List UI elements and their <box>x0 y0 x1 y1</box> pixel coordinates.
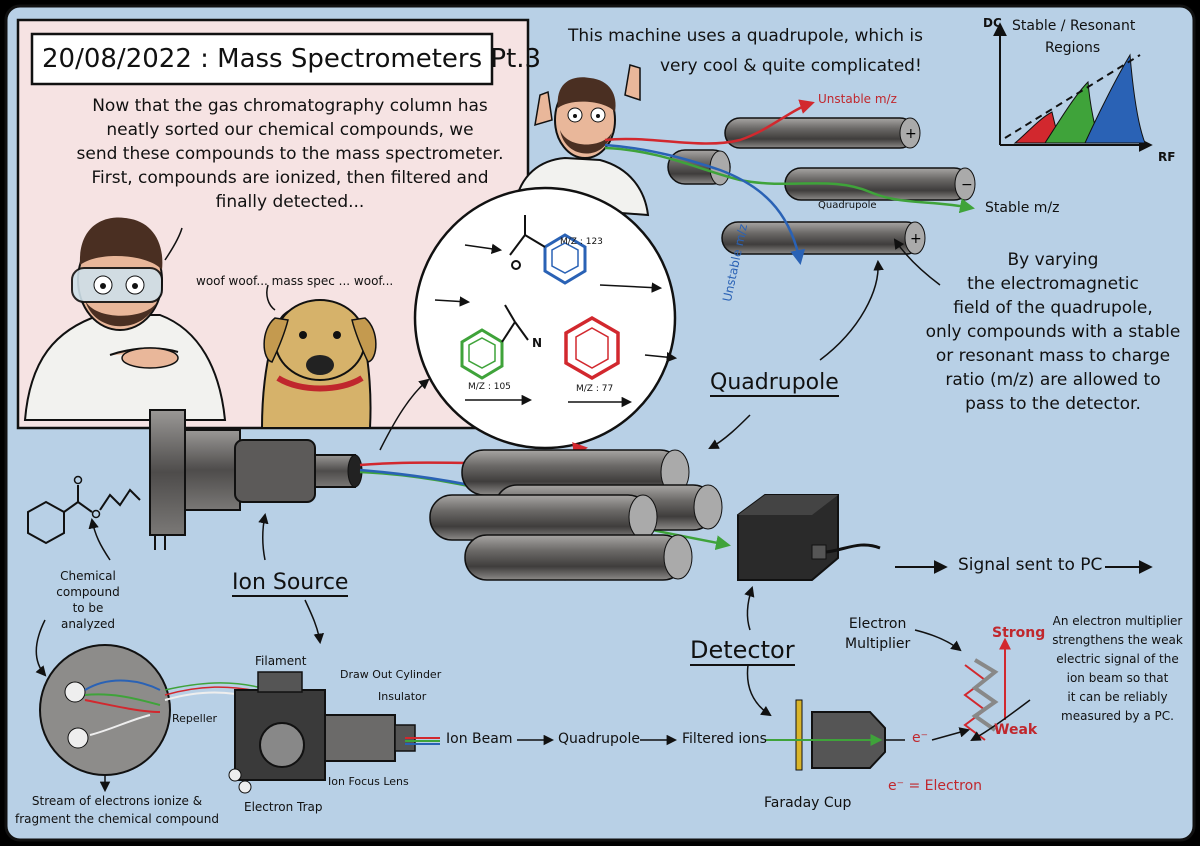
ion-focus-label: Ion Focus Lens <box>328 775 409 788</box>
dog-speech: woof woof... mass spec ... woof... <box>196 274 394 288</box>
ion-source-device <box>149 409 363 550</box>
svg-text:+: + <box>910 231 922 247</box>
electron-legend-label: e⁻ = Electron <box>888 778 983 794</box>
multiplier-line: ion beam so that <box>1066 671 1169 685</box>
filament-label: Filament <box>255 654 307 668</box>
chemical-label: Chemical compound to be analyzed <box>28 568 148 632</box>
unstable-red-path-top <box>604 99 815 145</box>
mz105-label: M/Z : 105 <box>468 382 511 392</box>
stream-line: Stream of electrons ionize & <box>31 794 203 808</box>
multiplier-line: strengthens the weak <box>1052 633 1183 647</box>
detector-heading: Detector <box>690 636 795 666</box>
title-box <box>30 32 494 86</box>
electron-trap-label: Electron Trap <box>244 800 323 814</box>
chemical-compound-structure <box>27 475 141 545</box>
svg-text:−: − <box>961 177 973 193</box>
varying-line: ratio (m/z) are allowed to <box>945 370 1161 390</box>
intro-line: Now that the gas chromatography column h… <box>92 96 488 116</box>
ion-source-heading: Ion Source <box>232 570 349 597</box>
rf-axis-label: RF <box>1158 150 1176 164</box>
multiplier-line: it can be reliably <box>1067 690 1168 704</box>
strong-label: Strong <box>992 625 1046 641</box>
svg-text:+: + <box>905 126 917 142</box>
e-minus-label: e⁻ <box>912 730 929 746</box>
quadrupole-flow-label: Quadrupole <box>558 731 640 747</box>
chemical-line: to be <box>72 601 104 615</box>
stable-green-path-top <box>604 146 975 214</box>
nitrogen-label: N <box>532 336 543 350</box>
quad-speech-line: very cool & quite complicated! <box>660 56 922 76</box>
stability-title-line: Stable / Resonant <box>1012 18 1136 34</box>
stability-title-line: Regions <box>1045 40 1101 56</box>
varying-line: By varying <box>1007 250 1099 270</box>
mz77-label: M/Z : 77 <box>576 384 614 394</box>
varying-line: pass to the detector. <box>965 394 1141 414</box>
varying-line: only compounds with a stable <box>925 322 1181 342</box>
multiplier-line: measured by a PC. <box>1061 709 1174 723</box>
scientist-illustration <box>23 217 227 421</box>
intro-line: neatly sorted our chemical compounds, we <box>106 120 474 140</box>
detector-box <box>737 494 881 581</box>
dog-illustration <box>260 299 377 429</box>
electron-multiplier <box>963 637 1011 741</box>
chemical-line: Chemical compound <box>56 569 120 599</box>
page-title: 20/08/2022 : Mass Spectrometers Pt.3 <box>42 44 542 74</box>
dc-axis-label: DC <box>983 16 1002 30</box>
molecule-magnifier <box>413 186 677 450</box>
unstable-top-label: Unstable m/z <box>818 92 897 106</box>
ion-beam-label: Ion Beam <box>446 731 513 747</box>
mz123-label: M/Z : 123 <box>560 237 603 247</box>
chemical-line: analyzed <box>60 617 116 631</box>
benzene-molecule <box>564 315 620 381</box>
stable-label: Stable m/z <box>985 200 1060 216</box>
top-quadrupole-rods: + − + <box>667 117 976 255</box>
varying-line: or resonant mass to charge <box>935 346 1171 366</box>
stability-chart <box>993 22 1153 152</box>
benzamide-molecule <box>460 304 529 380</box>
repeller-label: Repeller <box>172 712 218 725</box>
faraday-cup <box>765 699 905 771</box>
main-quadrupole-rods <box>429 449 723 581</box>
multiplier-line: electric signal of the <box>1056 652 1179 666</box>
unstable-blue-path-top <box>604 143 806 265</box>
weak-label: Weak <box>994 722 1038 738</box>
varying-text: By varying the electromagnetic field of … <box>918 248 1188 416</box>
intro-text: Now that the gas chromatography column h… <box>70 94 510 214</box>
multiplier-label-line: Electron <box>848 616 907 632</box>
electron-multiplier-label: Electron Multiplier <box>845 614 910 654</box>
insulator-label: Insulator <box>378 690 427 703</box>
stream-line: fragment the chemical compound <box>15 812 219 826</box>
filtered-ions-label: Filtered ions <box>682 731 767 747</box>
intro-line: send these compounds to the mass spectro… <box>76 144 504 164</box>
ionization-chamber-view <box>39 644 171 776</box>
stream-label: Stream of electrons ionize & fragment th… <box>12 792 222 828</box>
ion-source-schematic <box>228 671 440 794</box>
electron-arrow <box>931 727 971 741</box>
faraday-cup-label: Faraday Cup <box>764 795 852 811</box>
multiplier-line: An electron multiplier <box>1052 614 1183 628</box>
intro-line: finally detected... <box>215 192 365 212</box>
varying-line: field of the quadrupole, <box>953 298 1153 318</box>
quadrupole-small-label: Quadrupole <box>818 200 877 211</box>
benzoyl-molecule <box>509 215 587 285</box>
signal-label: Signal sent to PC <box>958 555 1103 575</box>
varying-line: the electromagnetic <box>967 274 1139 294</box>
intro-line: First, compounds are ionized, then filte… <box>91 168 489 188</box>
multiplier-label-line: Multiplier <box>845 636 911 652</box>
draw-out-label: Draw Out Cylinder <box>340 668 442 681</box>
quad-speech-line: This machine uses a quadrupole, which is <box>568 26 923 46</box>
multiplier-description: An electron multiplier strengthens the w… <box>1045 612 1190 726</box>
quadrupole-heading: Quadrupole <box>710 370 839 397</box>
